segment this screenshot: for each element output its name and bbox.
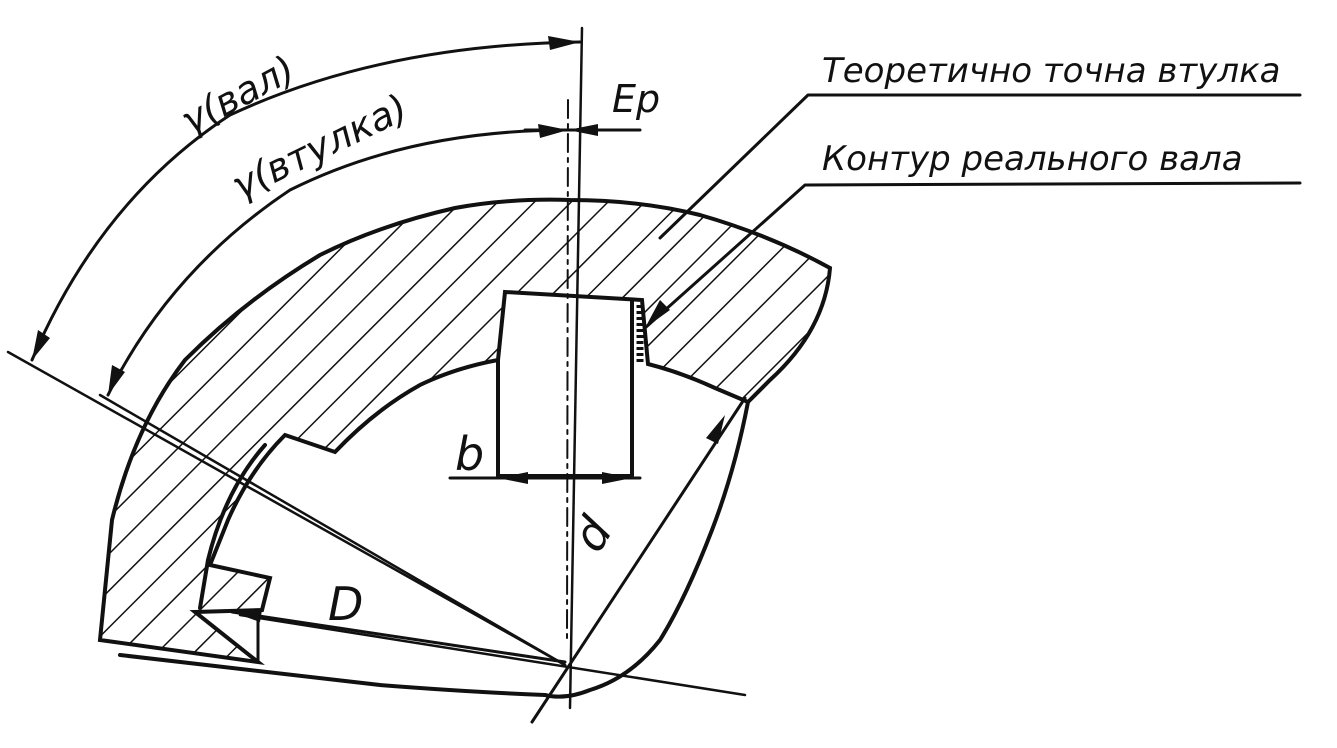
shaft-contour-base bbox=[118, 653, 547, 697]
d-dimension-line bbox=[530, 396, 747, 724]
extension-line-shaft bbox=[6, 350, 567, 667]
inner-bore-arc bbox=[198, 443, 267, 610]
gamma-shaft-arc bbox=[30, 40, 582, 362]
vertical-centerline bbox=[568, 26, 584, 710]
D-dimension-line bbox=[230, 610, 567, 664]
key-slot bbox=[496, 298, 634, 478]
D-arrow bbox=[232, 610, 262, 622]
ep-label: Ep bbox=[612, 77, 660, 121]
gamma-bushing-arc bbox=[106, 128, 570, 397]
callout-theoretical-bushing: Теоретично точна втулка bbox=[822, 51, 1280, 91]
leader-real-shaft bbox=[643, 181, 1302, 330]
shaft-contour-lower bbox=[543, 400, 750, 699]
gamma-shaft-arrow-right bbox=[548, 36, 580, 50]
b-label: b bbox=[455, 427, 484, 481]
d-arrow bbox=[706, 415, 725, 444]
ep-arrow bbox=[568, 124, 598, 136]
leader-real-shaft-arrow bbox=[645, 300, 670, 328]
d-label: d bbox=[562, 507, 624, 561]
D-label: D bbox=[328, 577, 363, 631]
b-arrow-right bbox=[602, 472, 632, 484]
gamma-bushing-arrow-left bbox=[108, 365, 125, 395]
slot-axis bbox=[566, 99, 569, 641]
gamma-shaft-arrow-left bbox=[32, 330, 50, 360]
gamma-shaft-label: γ(вал) bbox=[174, 47, 302, 143]
callout-real-shaft: Контур реального вала bbox=[822, 139, 1243, 179]
base-radial-line bbox=[238, 613, 747, 697]
leader-theoretical-bushing bbox=[658, 93, 1302, 240]
b-arrow-left bbox=[498, 472, 528, 484]
bushing-section bbox=[97, 197, 833, 665]
extension-line-bushing bbox=[98, 393, 567, 667]
